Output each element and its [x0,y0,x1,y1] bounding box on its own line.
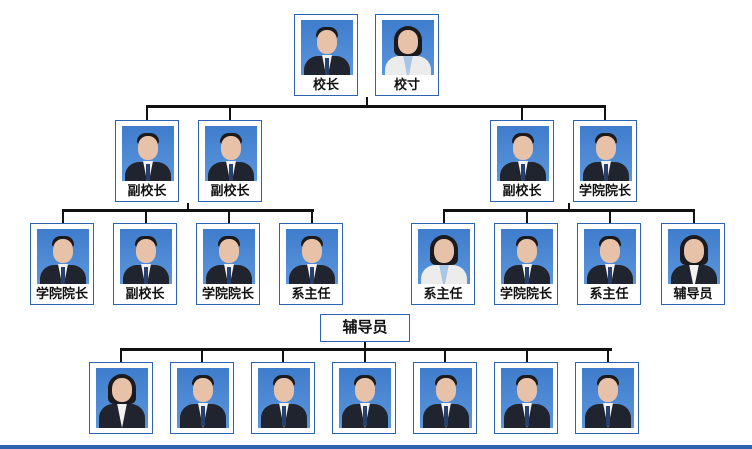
portrait-photo [203,229,255,284]
portrait-photo [286,229,338,284]
staff-card[interactable]: 系主任 [577,223,641,305]
portrait-photo [205,126,257,181]
staff-title: 学院院长 [499,287,552,302]
connector-line [607,348,609,362]
staff-card[interactable]: 学院院长 [30,223,94,305]
staff-card[interactable]: 副校长 [198,120,262,202]
connector-line [311,209,313,223]
connector-line [443,209,445,223]
portrait-photo [582,368,634,428]
connector-line [364,342,366,350]
connector-line [526,348,528,362]
staff-card[interactable]: 学院院长 [196,223,260,305]
connector-line [443,209,695,212]
staff-title: 学院院长 [201,287,254,302]
portrait-photo [339,368,391,428]
connector-line [145,209,147,223]
portrait-photo [96,368,148,428]
connector-line [693,209,695,223]
connector-line [364,348,366,362]
portrait-photo [122,126,174,181]
counselor-group-label: 辅导员 [320,314,410,342]
connector-line [526,209,528,223]
portrait-photo [668,229,720,284]
staff-card[interactable]: 校寸 [375,14,439,96]
portrait-photo [501,229,553,284]
portrait-photo [418,229,470,284]
staff-title: 校长 [312,78,339,93]
staff-title: 系主任 [423,287,463,302]
connector-line [282,348,284,362]
connector-line [444,348,446,362]
portrait-photo [258,368,310,428]
staff-card[interactable]: 学院院长 [494,223,558,305]
staff-card[interactable]: 副校长 [113,223,177,305]
staff-card[interactable] [494,362,558,434]
staff-title: 副校长 [210,184,250,199]
staff-card[interactable]: 副校长 [490,120,554,202]
staff-card[interactable]: 系主任 [411,223,475,305]
staff-card[interactable]: 系主任 [279,223,343,305]
bottom-divider [0,445,752,449]
portrait-photo [501,368,553,428]
staff-card[interactable]: 辅导员 [661,223,725,305]
portrait-photo [580,126,632,181]
connector-line [568,203,570,211]
staff-title: 学院院长 [35,287,88,302]
connector-line [62,209,314,212]
connector-line [228,209,230,223]
portrait-photo [37,229,89,284]
staff-card[interactable] [332,362,396,434]
connector-line [146,105,606,108]
staff-title: 副校长 [127,184,167,199]
connector-line [201,348,203,362]
staff-card[interactable] [170,362,234,434]
portrait-photo [420,368,472,428]
staff-card[interactable]: 副校长 [115,120,179,202]
staff-title: 系主任 [291,287,331,302]
staff-card[interactable] [89,362,153,434]
staff-card[interactable] [575,362,639,434]
portrait-photo [497,126,549,181]
connector-line [521,105,523,120]
staff-card[interactable] [251,362,315,434]
connector-line [62,209,64,223]
connector-line [366,97,368,107]
staff-card[interactable] [413,362,477,434]
connector-line [609,209,611,223]
staff-title: 系主任 [589,287,629,302]
portrait-photo [584,229,636,284]
portrait-photo [120,229,172,284]
staff-title: 副校长 [125,287,165,302]
staff-title: 辅导员 [673,287,713,302]
connector-line [120,348,612,351]
portrait-photo [177,368,229,428]
staff-title: 学院院长 [578,184,631,199]
connector-line [604,105,606,120]
staff-title: 副校长 [502,184,542,199]
portrait-photo [301,20,353,75]
staff-title: 校寸 [393,78,420,93]
portrait-photo [382,20,434,75]
connector-line [120,348,122,362]
connector-line [229,105,231,120]
staff-card[interactable]: 校长 [294,14,358,96]
connector-line [146,105,148,120]
connector-line [187,203,189,211]
staff-card[interactable]: 学院院长 [573,120,637,202]
